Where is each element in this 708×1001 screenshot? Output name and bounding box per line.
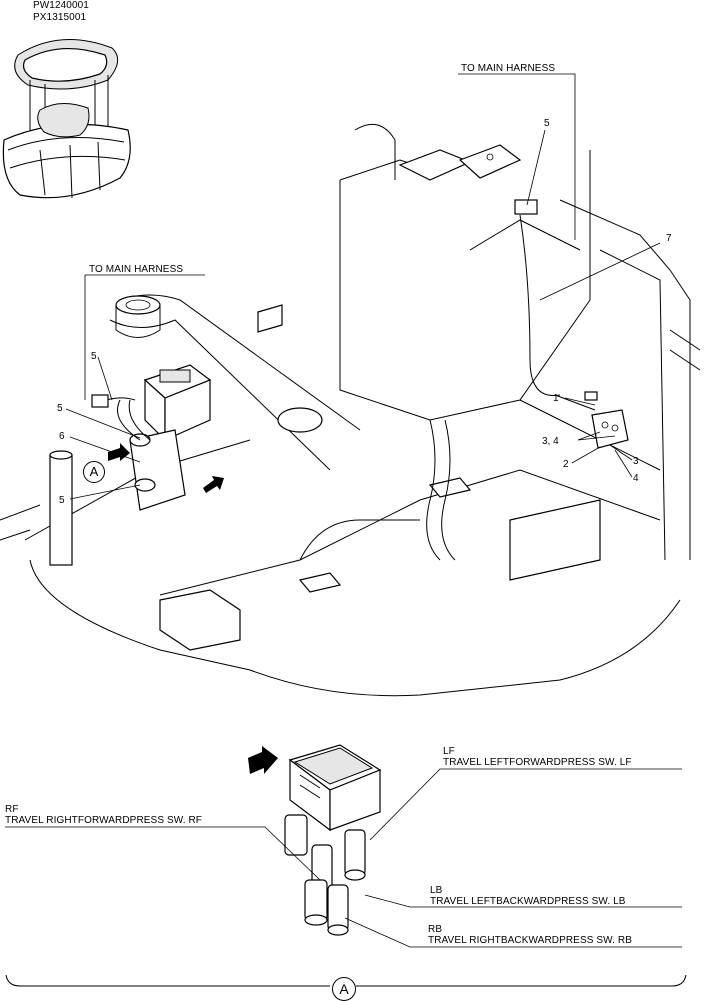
view-marker-a: A — [83, 461, 105, 483]
lf-description: TRAVEL LEFTFORWARDPRESS SW. LF — [443, 757, 632, 768]
harness-label-left: TO MAIN HARNESS — [89, 264, 184, 275]
callout-3-4: 3, 4 — [542, 436, 559, 447]
lf-code: LF — [443, 746, 455, 757]
part-code-2: PX1315001 — [33, 12, 87, 23]
callout-3: 3 — [633, 456, 639, 467]
callout-5-c: 5 — [59, 495, 65, 506]
callout-5-top: 5 — [544, 118, 550, 129]
callout-7: 7 — [666, 233, 672, 244]
lb-code: LB — [430, 885, 443, 896]
lb-description: TRAVEL LEFTBACKWARDPRESS SW. LB — [430, 896, 626, 907]
left-valve-drawing — [91, 364, 224, 511]
rf-description: TRAVEL RIGHTFORWARDPRESS SW. RF — [5, 815, 203, 826]
callout-4: 4 — [633, 473, 639, 484]
callout-1: 1 — [553, 393, 559, 404]
callout-5-a: 5 — [91, 351, 97, 362]
bottom-marker-a: A — [332, 977, 356, 1001]
machine-thumbnail — [2, 39, 131, 199]
main-frame-drawing — [0, 123, 701, 697]
leader-lines — [65, 73, 661, 500]
pressure-switch-1-drawing — [514, 199, 629, 449]
part-code-1: PW1240001 — [33, 0, 89, 11]
rb-code: RB — [428, 924, 443, 935]
bottom-brace — [5, 974, 687, 987]
detail-a-valve-drawing — [5, 744, 682, 948]
rb-description: TRAVEL RIGHTBACKWARDPRESS SW. RB — [428, 935, 632, 946]
callout-2: 2 — [563, 459, 569, 470]
harness-label-right: TO MAIN HARNESS — [461, 63, 556, 74]
callout-5-b: 5 — [57, 403, 63, 414]
callout-6: 6 — [59, 431, 65, 442]
rf-code: RF — [5, 804, 19, 815]
